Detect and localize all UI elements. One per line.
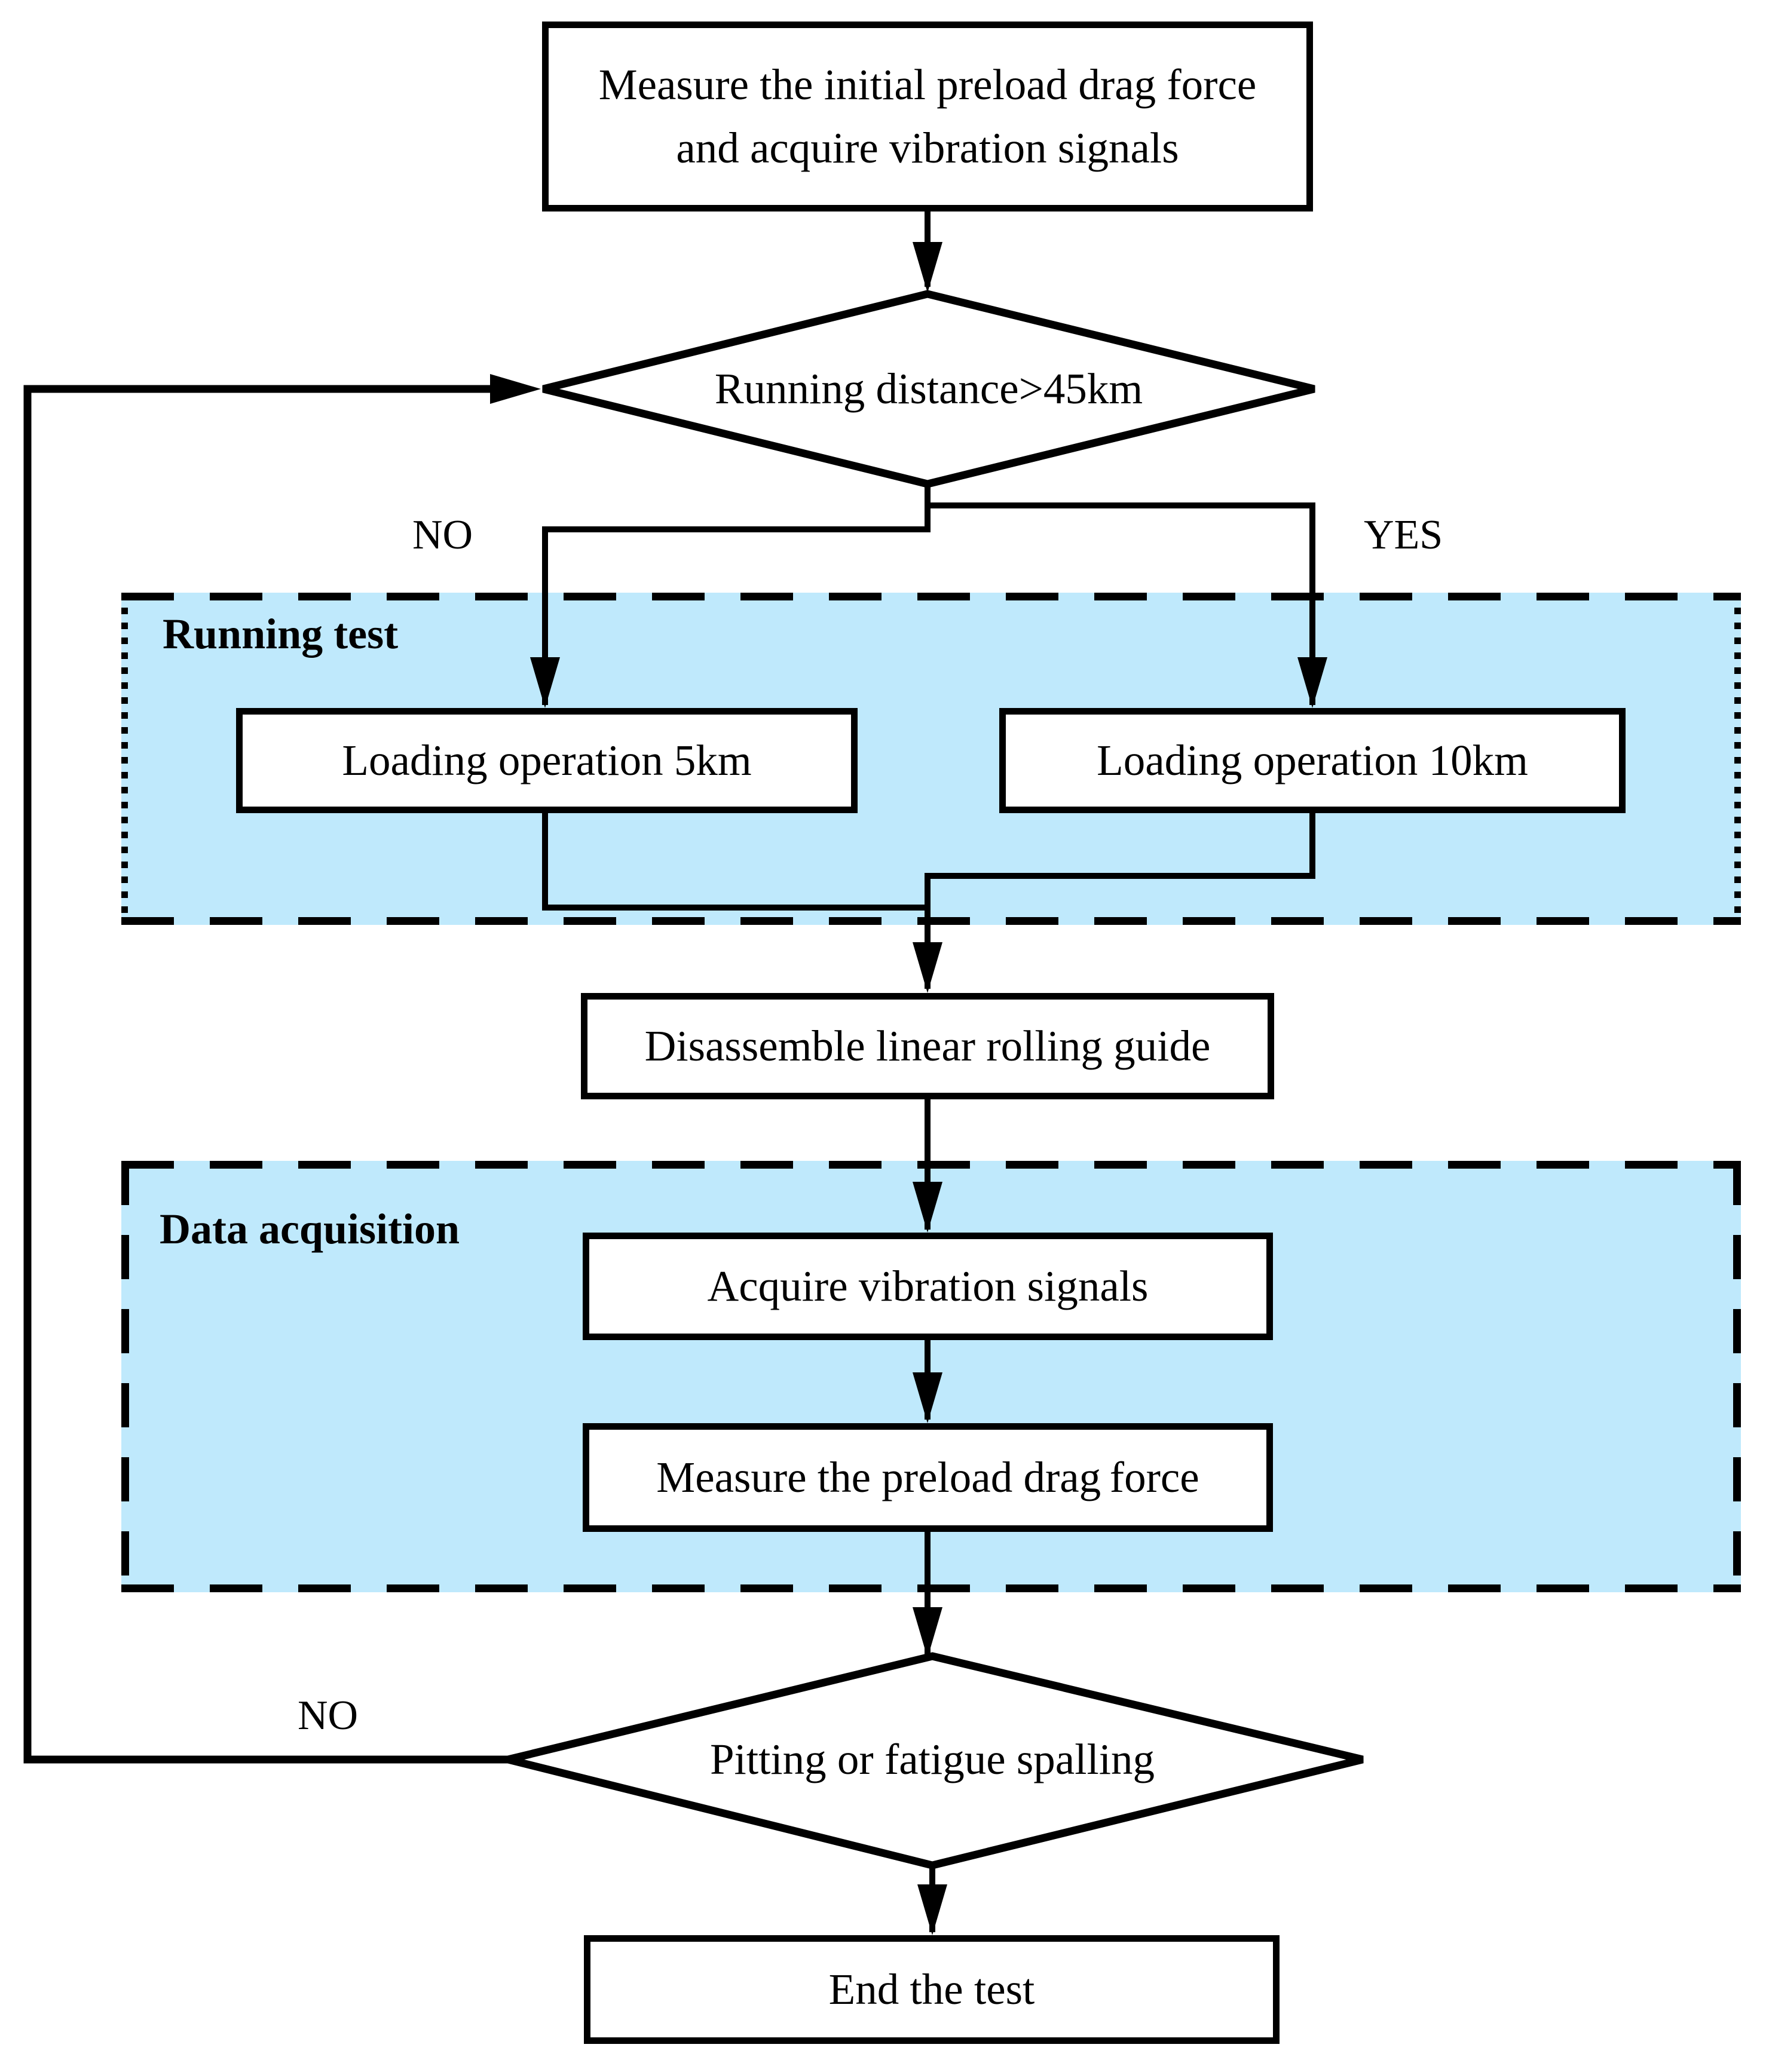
running-test-region-border-top [121,593,1741,600]
decision-running-distance-shape [542,290,1315,488]
arrowhead-measure-to-decision2 [913,1607,942,1658]
data-acquisition-region-border-right [1733,1161,1741,1592]
arrowhead-no-branch [530,657,560,708]
running-test-region-border-bottom [121,917,1741,925]
no-label-bottom: NO [298,1693,359,1739]
yes-label: YES [1364,512,1443,558]
running-test-region-border-right [1734,593,1741,925]
start-box: Measure the initial preload drag force a… [542,22,1313,212]
decision-pitting-text: Pitting or fatigue spalling [709,1735,1155,1783]
loop-back-line [23,385,508,1764]
running-test-region-border-left [121,593,128,925]
decision-pitting-shape [507,1652,1364,1869]
arrowhead-acquire-to-measure [913,1372,942,1423]
arrowhead-start-to-decision1 [913,242,942,293]
arrowhead-decision2-to-end [917,1884,947,1935]
arrowhead-merge-to-disassemble [913,942,942,993]
data-acquisition-region-border-top [121,1161,1741,1169]
no-label-top: NO [412,512,473,558]
arrowhead-loop-to-decision1 [490,374,541,404]
end-box: End the test [584,1935,1280,2044]
measure-dragforce-box: Measure the preload drag force [583,1423,1273,1532]
running-test-label: Running test [163,610,399,658]
loading-5km-box: Loading operation 5km [236,708,858,813]
loading-10km-box: Loading operation 10km [999,708,1626,813]
acquire-signals-box: Acquire vibration signals [583,1233,1273,1340]
data-acquisition-region-border-left [121,1161,129,1592]
data-acquisition-region-border-bottom [121,1584,1741,1592]
arrowhead-yes-branch [1297,657,1327,708]
decision-running-distance-text: Running distance>45km [714,364,1143,413]
disassemble-box: Disassemble linear rolling guide [581,993,1274,1099]
data-acquisition-label: Data acquisition [160,1205,460,1253]
arrowhead-disassemble-to-acquire [913,1182,942,1233]
